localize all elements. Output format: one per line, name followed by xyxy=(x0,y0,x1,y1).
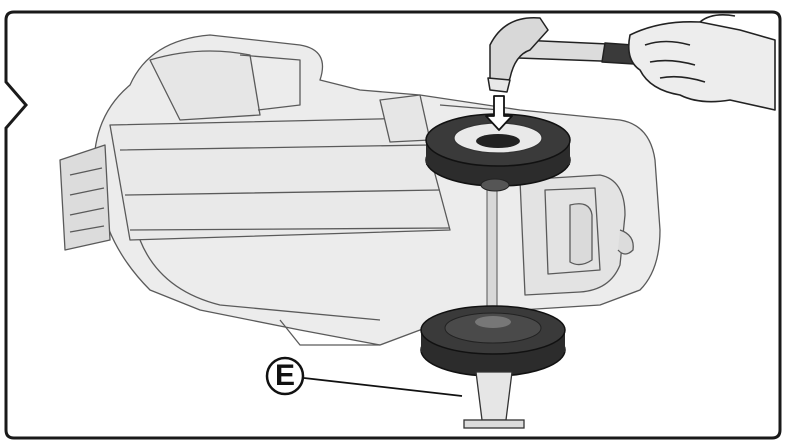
hub-cap-part xyxy=(463,371,525,429)
top-wheel xyxy=(425,113,571,192)
hand-icon xyxy=(627,14,776,111)
callout-circle xyxy=(265,356,305,396)
bottom-wheel xyxy=(420,305,566,377)
axle xyxy=(486,189,498,316)
callout-leader-line xyxy=(303,377,463,397)
vehicle-body xyxy=(59,34,661,346)
down-arrow-icon xyxy=(485,95,513,131)
callout-label-e: E xyxy=(274,359,295,392)
